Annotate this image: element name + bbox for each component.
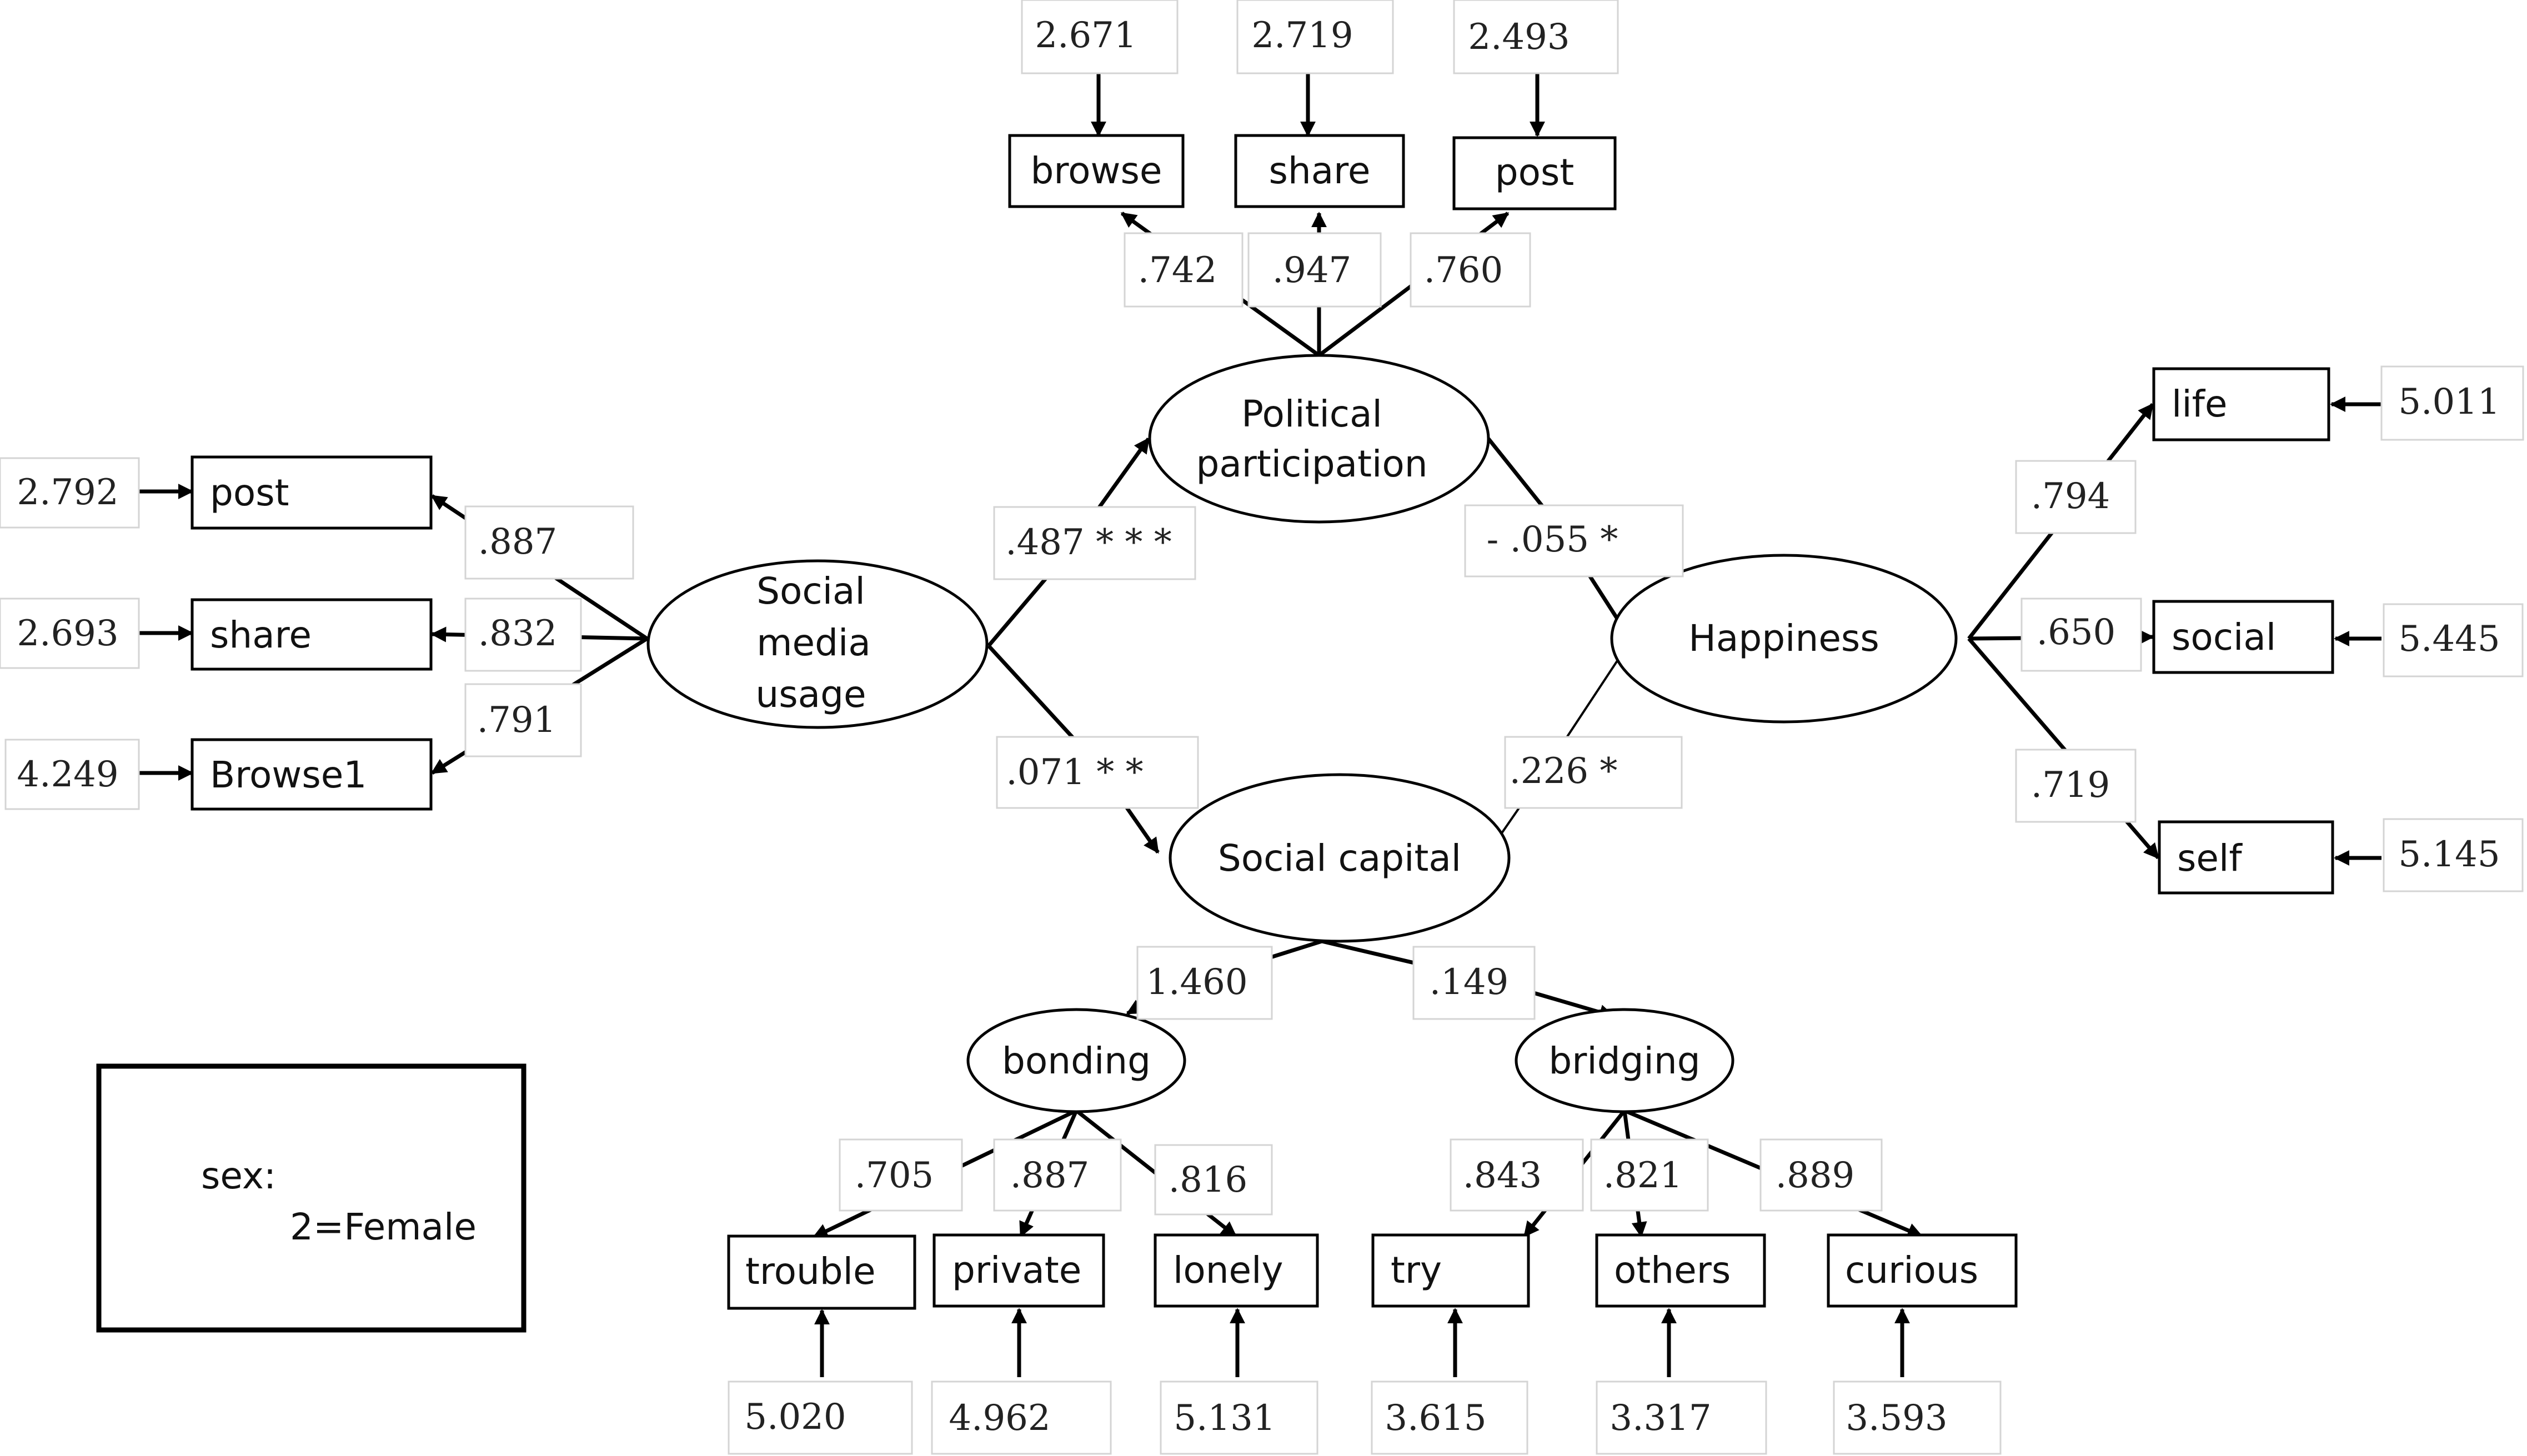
loading-bridge-try: .843 (1463, 1155, 1542, 1196)
observed-bridge-try: try (1391, 1249, 1442, 1292)
loading-hap-social: .650 (2037, 612, 2116, 653)
loading-hap-self: .719 (2031, 765, 2110, 806)
loading-hap-life: .794 (2031, 476, 2110, 517)
observed-pp-share: share (1269, 149, 1371, 192)
observed-pp-browse: browse (1031, 149, 1162, 192)
observed-bonding: trouble private lonely (727, 1233, 1319, 1310)
observed-smu-post: post (210, 471, 289, 514)
error-pp-share: 2.719 (1251, 15, 1353, 56)
latent-smu-line3: usage (755, 673, 866, 716)
path-smu-to-pp: .487 * * * (1005, 522, 1172, 563)
loading-bond-trouble: .705 (855, 1155, 934, 1196)
legend-sex-label: sex: (201, 1154, 276, 1197)
loading-bridge-others: .821 (1603, 1155, 1683, 1196)
loading-labels-bonding: .705 .887 .816 (839, 1138, 1273, 1216)
latent-pp-line1: Political (1241, 393, 1382, 435)
error-hap-life: 5.011 (2398, 381, 2500, 423)
latent-bonding-label: bonding (1002, 1040, 1151, 1082)
loading-labels-sc: 1.460 .149 (1136, 946, 1536, 1020)
observed-hap-social: social (2172, 616, 2276, 659)
error-bridge-try: 3.615 (1385, 1398, 1486, 1439)
error-values-smu: 2.792 2.693 4.249 (0, 457, 140, 810)
observed-smu-share: share (210, 614, 312, 656)
error-values-pp: 2.671 2.719 2.493 (1021, 0, 1619, 74)
loading-bond-lonely: .816 (1169, 1159, 1248, 1201)
path-smu-to-sc: .071 * * (1006, 752, 1143, 793)
observed-bridge-curious: curious (1845, 1249, 1978, 1292)
latent-pp-line2: participation (1196, 443, 1427, 485)
latent-happiness: Happiness (1610, 554, 1958, 724)
loading-smu-share: .832 (478, 613, 558, 654)
latent-bridging: bridging (1515, 1008, 1734, 1113)
loading-sc-bonding: 1.460 (1146, 962, 1247, 1003)
loading-labels-hap: .794 .650 .719 (2015, 460, 2142, 823)
observed-pp-post: post (1495, 151, 1575, 194)
latent-smu-line1: Social (756, 570, 865, 612)
loading-pp-browse: .742 (1138, 250, 1217, 291)
error-smu-share: 2.693 (17, 613, 118, 654)
error-bond-private: 4.962 (949, 1398, 1050, 1439)
observed-smu: post share Browse1 (190, 455, 433, 811)
error-bond-lonely: 5.131 (1174, 1398, 1275, 1439)
latent-sc-label: Social capital (1218, 837, 1461, 880)
observed-pp: browse share post (1008, 134, 1617, 210)
observed-hap-life: life (2172, 383, 2228, 425)
observed-bridge-others: others (1614, 1249, 1731, 1292)
error-pp-browse: 2.671 (1035, 15, 1136, 56)
path-coefficients: .487 * * * .071 * * - .055 * .226 * (993, 504, 1684, 809)
latent-hap-label: Happiness (1688, 617, 1879, 660)
loading-bridge-curious: .889 (1776, 1155, 1855, 1196)
loading-sc-bridging: .149 (1430, 962, 1509, 1003)
loading-bond-private: .887 (1010, 1155, 1090, 1196)
path-pp-to-hap: - .055 * (1487, 519, 1618, 560)
loading-pp-post: .760 (1424, 250, 1503, 291)
latent-bonding: bonding (966, 1008, 1186, 1113)
loading-smu-post: .887 (478, 521, 558, 563)
loading-labels-pp: .742 .947 .760 (1124, 232, 1531, 308)
path-sc-to-hap: .226 * (1510, 751, 1618, 792)
error-values-hap: 5.011 5.445 5.145 (2380, 365, 2524, 892)
latent-smu-line2: media (756, 621, 871, 664)
observed-hap-self: self (2177, 837, 2243, 880)
error-values-bridging: 3.615 3.317 3.593 (1371, 1380, 2002, 1455)
observed-bond-lonely: lonely (1173, 1249, 1283, 1292)
error-hap-social: 5.445 (2398, 619, 2500, 660)
observed-smu-browse1: Browse1 (210, 754, 367, 796)
observed-hap: life social self (2152, 367, 2334, 895)
loading-labels-bridging: .843 .821 .889 (1450, 1138, 1883, 1212)
error-bridge-others: 3.317 (1610, 1398, 1711, 1439)
observed-bond-private: private (952, 1249, 1081, 1292)
latent-social-capital: Social capital (1169, 773, 1511, 943)
error-pp-post: 2.493 (1468, 17, 1570, 58)
group-legend-box: sex: 2=Female (96, 1063, 527, 1333)
error-smu-browse1: 4.249 (17, 754, 118, 795)
latent-bridging-label: bridging (1548, 1040, 1700, 1082)
loading-labels-smu: .887 .832 .791 (464, 505, 634, 757)
legend-female-value: 2=Female (290, 1206, 477, 1248)
loading-pp-share: .947 (1272, 250, 1352, 291)
observed-bond-trouble: trouble (745, 1250, 876, 1293)
latent-political-participation: Political participation (1148, 354, 1490, 524)
error-values-bonding: 5.020 4.962 5.131 (728, 1380, 1318, 1455)
error-bond-trouble: 5.020 (744, 1397, 846, 1438)
error-smu-post: 2.792 (17, 472, 118, 513)
observed-bridging: try others curious (1371, 1233, 2018, 1308)
latent-social-media-usage: Social media usage (646, 559, 989, 729)
error-hap-self: 5.145 (2398, 834, 2500, 875)
loading-smu-browse1: .791 (477, 700, 556, 741)
error-bridge-curious: 3.593 (1846, 1398, 1947, 1439)
